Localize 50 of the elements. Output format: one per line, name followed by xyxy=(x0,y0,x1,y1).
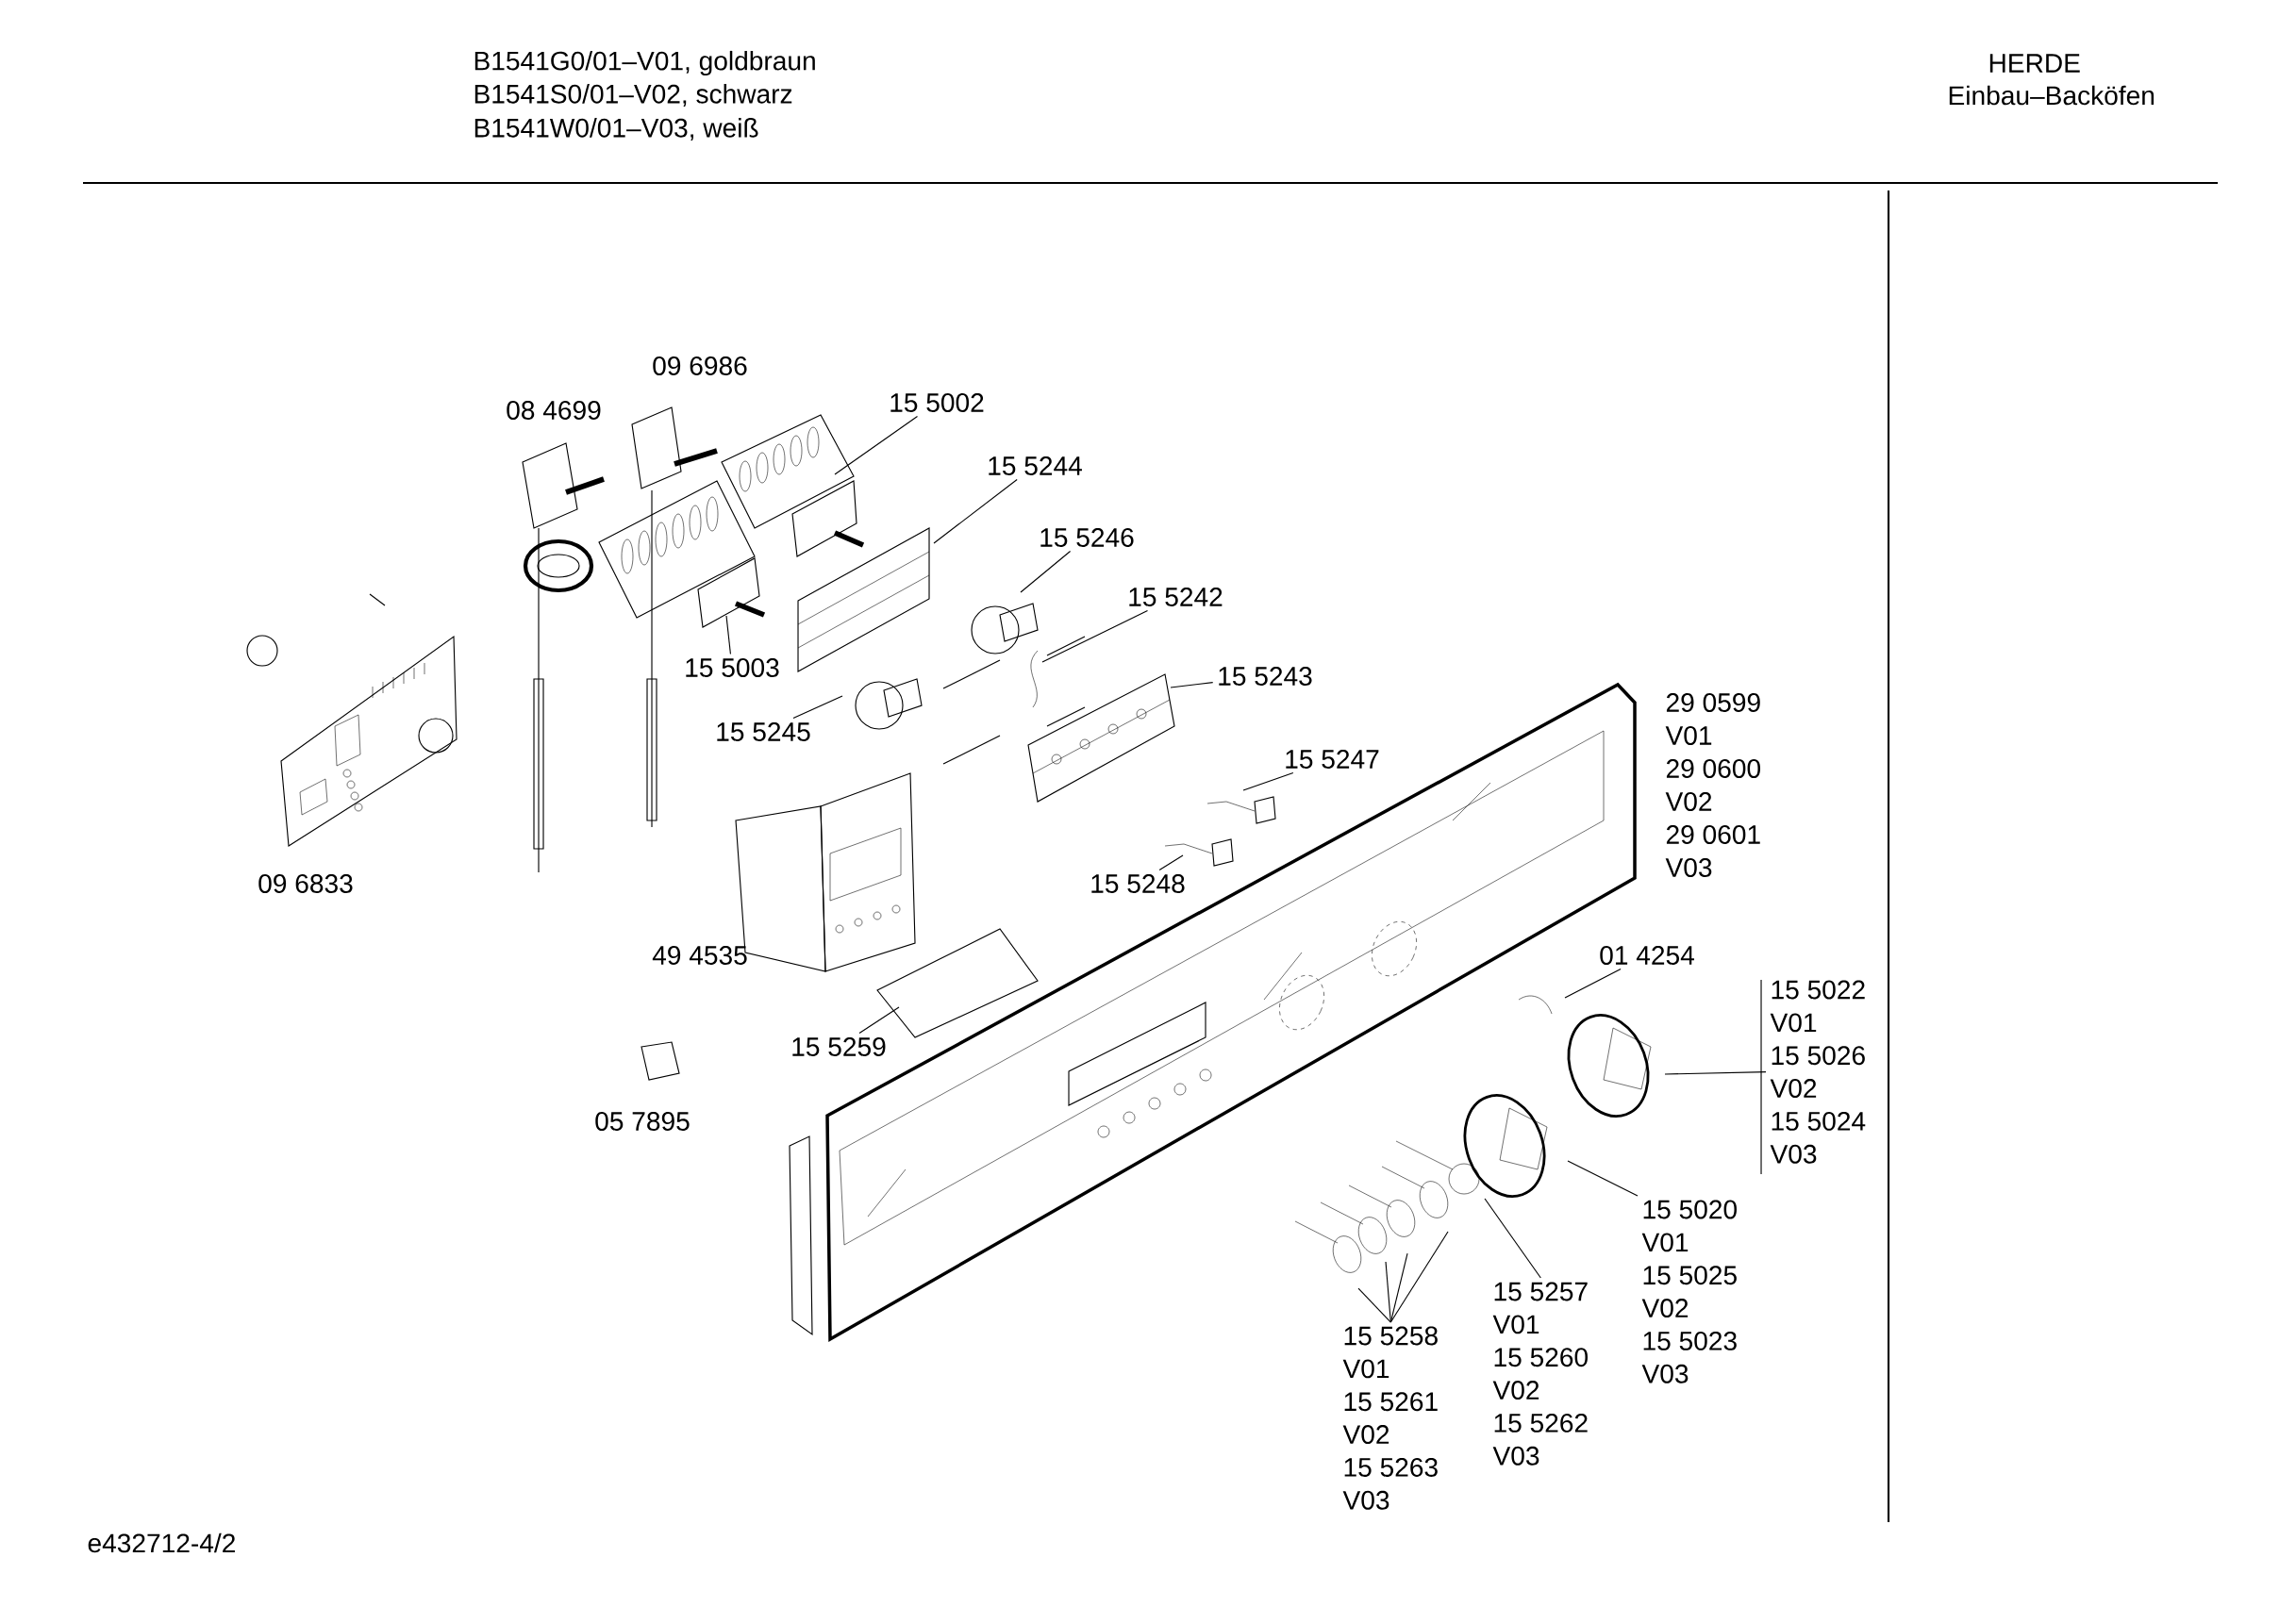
leader-line xyxy=(1242,771,1294,791)
part-number: V01 xyxy=(1665,726,1712,745)
part-number: 01 4254 xyxy=(1600,946,1694,965)
leader-line xyxy=(834,415,919,475)
part-number: 29 0601 xyxy=(1666,825,1760,844)
part-number: 15 5002 xyxy=(890,393,984,412)
leader-line xyxy=(792,695,843,720)
part-number: 15 5246 xyxy=(1040,528,1134,547)
leader-line xyxy=(725,615,731,655)
leader-line xyxy=(1041,609,1149,663)
drawing-number: e432712-4/2 xyxy=(88,1532,235,1553)
leader-line xyxy=(1664,1071,1767,1075)
leader-line xyxy=(933,478,1018,544)
part-number: 15 5259 xyxy=(792,1037,886,1056)
part-number: 05 7895 xyxy=(595,1112,690,1131)
part-number-list: 15 5258 V01 15 5261 V02 15 5263 V03 xyxy=(1342,1326,1438,1510)
part-number: 08 4699 xyxy=(507,401,601,420)
part-number: 49 4535 xyxy=(652,946,747,965)
part-number: 15 5244 xyxy=(989,456,1082,475)
part-number: 29 0599 xyxy=(1666,693,1760,712)
part-number-list: 15 5022 V01 15 5026 V02 15 5024 V03 xyxy=(1770,980,1866,1164)
leader-line xyxy=(1389,1231,1449,1323)
leader-line xyxy=(1389,1252,1408,1323)
leader-line xyxy=(1567,1160,1639,1197)
leader-line xyxy=(1357,1287,1391,1323)
leader-line xyxy=(1170,682,1214,688)
leader-line xyxy=(1484,1198,1541,1279)
header-text: B1541S0/01–V02, schwarz xyxy=(474,84,792,107)
header-text: Einbau–Backöfen xyxy=(1949,85,2155,106)
part-number: V03 xyxy=(1665,858,1712,877)
leader-line xyxy=(1158,854,1184,871)
leader-line xyxy=(858,1006,900,1035)
leader-line xyxy=(1564,968,1622,999)
part-number-list: 15 5020 V01 15 5025 V02 15 5023 V03 xyxy=(1641,1200,1737,1383)
part-number: 09 6833 xyxy=(258,874,353,893)
header-text: HERDE xyxy=(1989,54,2080,73)
part-number: 15 5248 xyxy=(1091,874,1185,893)
part-number: 15 5242 xyxy=(1129,588,1223,606)
leader-line xyxy=(1385,1261,1391,1323)
part-number: 15 5247 xyxy=(1286,750,1379,769)
part-number: 15 5245 xyxy=(717,722,810,741)
part-number: V02 xyxy=(1665,792,1712,811)
leader-line xyxy=(1020,550,1072,593)
header-text: B1541W0/01–V03, weiß xyxy=(474,118,758,141)
part-number-list: 15 5257 V01 15 5260 V02 15 5262 V03 xyxy=(1492,1282,1588,1466)
header-text: B1541G0/01–V01, goldbraun xyxy=(474,50,815,76)
part-number: 15 5243 xyxy=(1219,667,1312,686)
part-number: 29 0600 xyxy=(1666,759,1760,778)
part-number: 15 5003 xyxy=(686,658,779,677)
part-number: 09 6986 xyxy=(653,356,747,375)
